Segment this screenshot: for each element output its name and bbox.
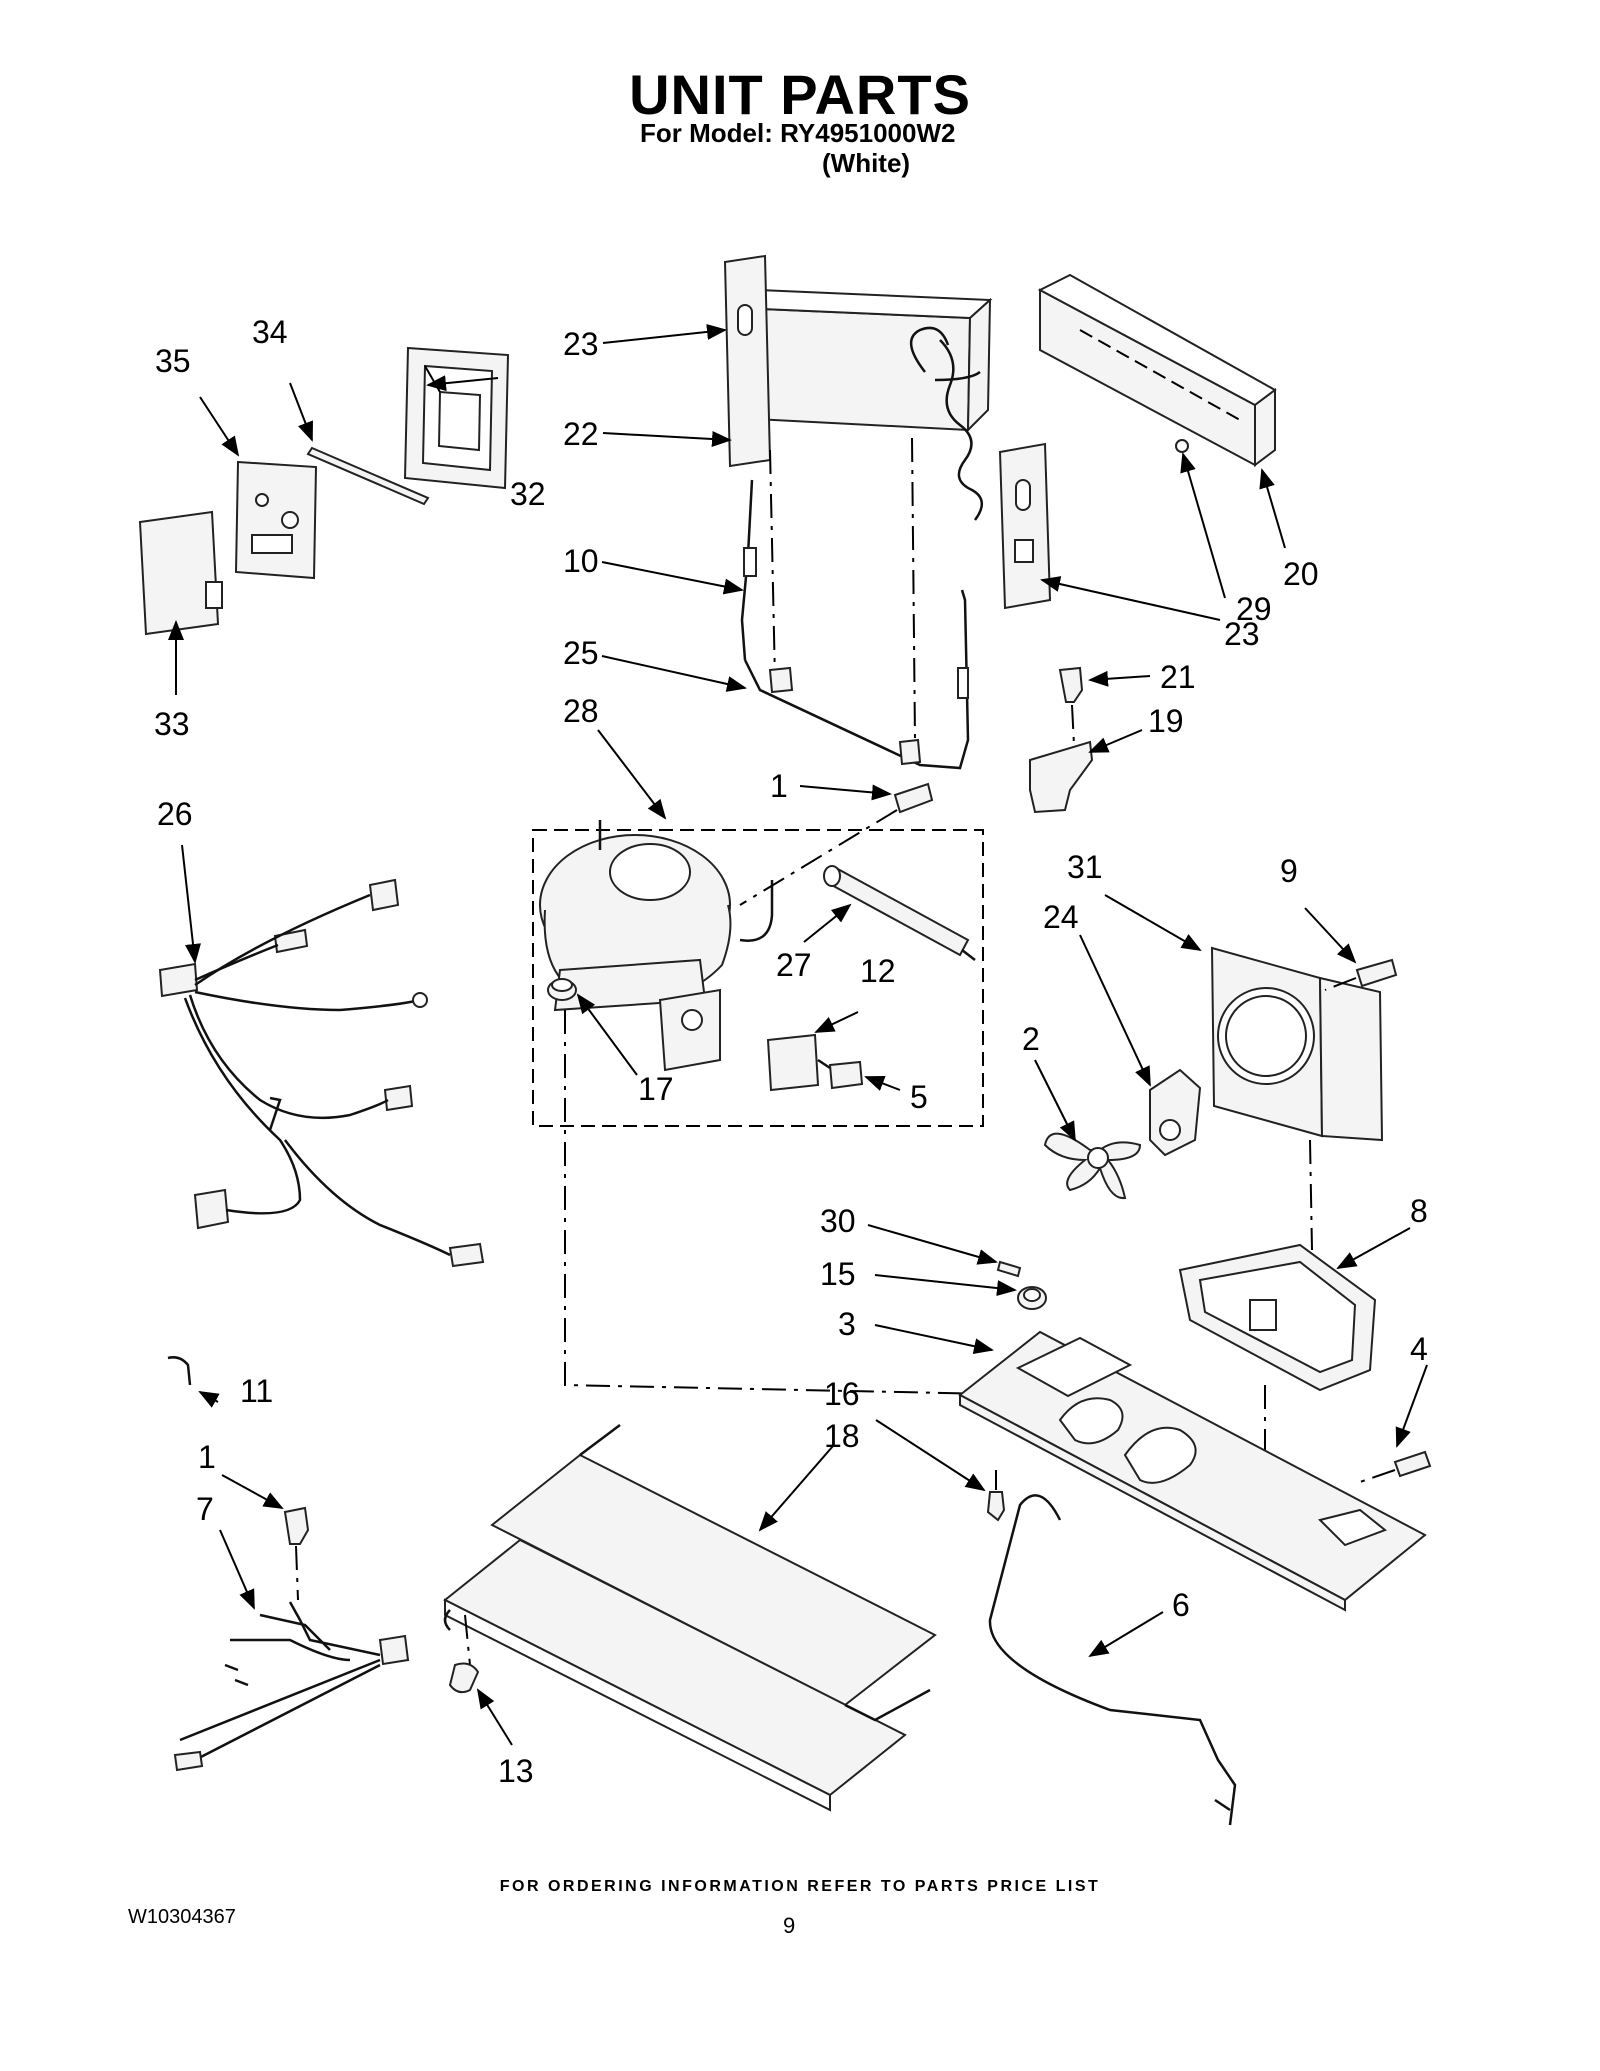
callout-10: 10 — [563, 543, 599, 579]
duct-cover-20 — [1037, 273, 1277, 467]
callout-23: 23 — [1224, 616, 1260, 652]
wire-harness-7 — [173, 1601, 410, 1772]
control-housing-32 — [403, 346, 510, 490]
compressor-assembly-box-28 — [532, 829, 984, 1127]
start-relay-12 — [766, 1033, 831, 1092]
document-id: W10304367 — [128, 1906, 236, 1928]
callout-19: 19 — [1148, 703, 1184, 739]
condenser-18 — [443, 1424, 937, 1812]
callout-11: 11 — [240, 1373, 273, 1409]
drier-27 — [823, 865, 976, 961]
callout-31: 31 — [1067, 849, 1103, 885]
grommet-15 — [1017, 1286, 1047, 1310]
bolt-1-top — [739, 782, 934, 906]
callout-3: 3 — [838, 1306, 856, 1342]
compressor — [539, 820, 774, 1072]
callout-30: 30 — [820, 1203, 856, 1239]
screw-4 — [1359, 1450, 1432, 1483]
callout-18: 18 — [824, 1418, 860, 1454]
callout-5: 5 — [910, 1079, 928, 1115]
callout-12: 12 — [860, 953, 896, 989]
ordering-note: FOR ORDERING INFORMATION REFER TO PARTS … — [499, 1878, 1101, 1895]
callout-22: 22 — [563, 416, 599, 452]
model-variant: (White) — [822, 148, 911, 178]
wire-harness-26 — [158, 878, 485, 1268]
bracket-19 — [1029, 740, 1094, 814]
callout-1: 1 — [770, 768, 788, 804]
callout-6: 6 — [1172, 1587, 1190, 1623]
screw-1-lower — [283, 1506, 310, 1601]
callout-9: 9 — [1280, 853, 1298, 889]
callout-24: 24 — [1043, 899, 1079, 935]
condensate-tube-6 — [988, 1494, 1237, 1826]
callout-27: 27 — [776, 947, 812, 983]
callout-33: 33 — [154, 706, 190, 742]
callout-20: 20 — [1283, 556, 1319, 592]
callout-34: 34 — [252, 314, 288, 350]
spacer-30 — [996, 1260, 1022, 1278]
grommet-17 — [547, 978, 577, 1001]
callout-13: 13 — [498, 1753, 534, 1789]
fan-bracket-8 — [1178, 1243, 1377, 1392]
callout-26: 26 — [157, 796, 193, 832]
control-board-35 — [234, 460, 318, 580]
fan-blade-2 — [1043, 1132, 1142, 1200]
cover-33 — [138, 510, 223, 636]
evaporator-22 — [734, 288, 993, 521]
callout-29: 29 — [1236, 591, 1272, 627]
fan-motor-24 — [1149, 1068, 1202, 1157]
callout-17: 17 — [638, 1071, 674, 1107]
gasket-34 — [306, 446, 430, 506]
fan-shroud-31 — [1210, 946, 1384, 1142]
screw-21 — [1058, 666, 1084, 746]
screw-9 — [1324, 958, 1398, 991]
clip-13 — [448, 1662, 480, 1694]
callout-15: 15 — [820, 1256, 856, 1292]
page-number: 9 — [783, 1913, 796, 1938]
screw-16 — [986, 1470, 1006, 1522]
callout-8: 8 — [1410, 1193, 1428, 1229]
callout-4: 4 — [1410, 1331, 1428, 1367]
callout-16: 16 — [824, 1376, 860, 1412]
base-plate-3 — [958, 1330, 1427, 1612]
callout-1: 1 — [198, 1439, 216, 1475]
callout-25: 25 — [563, 635, 599, 671]
clip-11 — [167, 1356, 192, 1386]
nut-29 — [1175, 439, 1189, 453]
callout-35: 35 — [155, 343, 191, 379]
evaporator-bracket-23-right — [998, 442, 1052, 610]
callout-23: 23 — [563, 326, 599, 362]
callout-28: 28 — [563, 693, 599, 729]
evaporator-bracket-23-left — [723, 254, 772, 468]
callout-2: 2 — [1022, 1021, 1040, 1057]
defrost-sensor-10 — [740, 479, 757, 661]
callout-21: 21 — [1160, 659, 1196, 695]
leader-lines — [168, 323, 1428, 1746]
callout-7: 7 — [196, 1491, 214, 1527]
page-title: UNIT PARTS — [629, 63, 971, 126]
callout-32: 32 — [510, 476, 546, 512]
defrost-heater-25 — [743, 589, 970, 770]
callout-labels: 23 22 10 25 23 29 20 21 19 1 28 27 12 5 … — [154, 314, 1428, 1789]
overload-cover-5 — [828, 1060, 864, 1090]
model-number: For Model: RY4951000W2 — [640, 118, 956, 148]
